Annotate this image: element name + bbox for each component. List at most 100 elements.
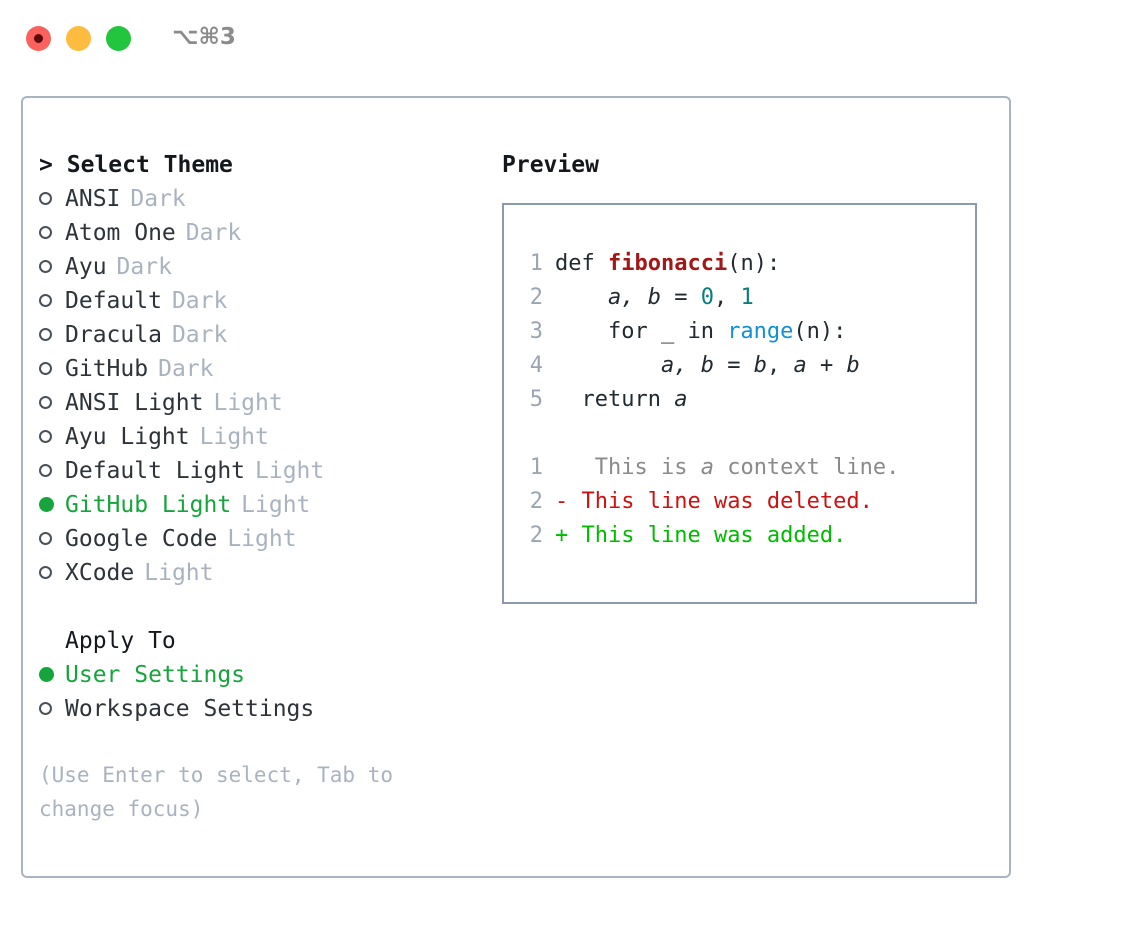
diff-text: This is <box>568 455 701 480</box>
apply-to-option-label: User Settings <box>65 662 246 688</box>
code-line: 5 return a <box>521 383 899 417</box>
radio-unselected-icon <box>39 692 65 726</box>
code-token: b <box>846 353 860 378</box>
theme-option-label: Atom One <box>65 220 176 246</box>
theme-option-default-light[interactable]: Default Light Light <box>39 454 479 488</box>
apply-to-header: Apply To <box>65 628 176 654</box>
code-blank-line <box>521 417 899 451</box>
radio-selected-icon <box>39 488 65 522</box>
code-line: 2 a, b = 0, 1 <box>521 281 899 315</box>
code-token: a <box>674 387 688 412</box>
diff-text: This line was deleted. <box>568 489 873 514</box>
theme-option-atom-one[interactable]: Atom One Dark <box>39 216 479 250</box>
theme-option-label: Default Light <box>65 458 246 484</box>
apply-to-option-label: Workspace Settings <box>65 696 315 722</box>
theme-option-xcode[interactable]: XCode Light <box>39 556 479 590</box>
theme-option-tag: Dark <box>185 220 242 246</box>
caret-icon: > <box>39 152 53 178</box>
radio-unselected-icon <box>39 454 65 488</box>
code-token <box>555 285 608 310</box>
select-theme-label: Select Theme <box>66 152 233 178</box>
radio-unselected-icon <box>39 284 65 318</box>
code-token: = <box>660 285 701 310</box>
code-token: + <box>806 353 847 378</box>
apply-to-option-user-settings[interactable]: User Settings <box>39 658 479 692</box>
code-token: , <box>766 353 794 378</box>
theme-option-tag: Dark <box>171 288 228 314</box>
code-line: 3 for _ in range(n): <box>521 315 899 349</box>
diff-text: context line. <box>713 455 900 480</box>
code-token: b <box>753 353 767 378</box>
keyboard-hint-text: (Use Enter to select, Tab to change focu… <box>39 763 406 821</box>
theme-option-tag: Dark <box>158 356 214 382</box>
theme-option-label: XCode <box>65 560 135 586</box>
code-token: fibonacci <box>607 251 728 276</box>
diff-marker <box>555 455 568 480</box>
code-token: a, b <box>607 285 661 310</box>
theme-option-tag: Dark <box>130 186 186 212</box>
radio-selected-icon <box>39 658 65 692</box>
code-token: for _ in <box>555 319 728 344</box>
apply-to-option-workspace-settings[interactable]: Workspace Settings <box>39 692 479 726</box>
diff-marker: + <box>555 523 569 548</box>
theme-option-github[interactable]: GitHub Dark <box>39 352 479 386</box>
line-number: 1 <box>529 455 543 480</box>
theme-option-label: Ayu <box>65 254 107 280</box>
close-button[interactable] <box>26 26 51 51</box>
code-token: a <box>793 353 807 378</box>
code-token: , <box>713 285 741 310</box>
theme-option-tag: Dark <box>116 254 172 280</box>
line-number: 1 <box>529 251 543 276</box>
code-token: 0 <box>700 285 714 310</box>
theme-option-label: GitHub Light <box>65 492 232 518</box>
theme-option-label: Ayu Light <box>65 424 190 450</box>
window-controls <box>26 26 131 51</box>
diff-line-add: 2 + This line was added. <box>521 519 899 553</box>
code-token: a, b <box>660 353 714 378</box>
code-line: 4 a, b = b, a + b <box>521 349 899 383</box>
theme-option-tag: Light <box>255 458 325 484</box>
minimize-button[interactable] <box>66 26 91 51</box>
code-token <box>555 353 661 378</box>
theme-option-github-light[interactable]: GitHub Light Light <box>39 488 479 522</box>
theme-option-label: GitHub <box>65 356 149 382</box>
diff-text: This line was added. <box>568 523 847 548</box>
radio-unselected-icon <box>39 318 65 352</box>
code-token: = <box>713 353 754 378</box>
maximize-button[interactable] <box>106 26 131 51</box>
line-number: 4 <box>529 353 543 378</box>
code-token: range <box>727 319 794 344</box>
radio-unselected-icon <box>39 522 65 556</box>
diff-marker: - <box>555 489 569 514</box>
line-number: 2 <box>529 489 543 514</box>
theme-option-tag: Light <box>144 560 214 586</box>
diff-text-emphasis: a <box>700 455 714 480</box>
radio-unselected-icon <box>39 556 65 590</box>
line-number: 2 <box>529 523 543 548</box>
radio-unselected-icon <box>39 250 65 284</box>
theme-option-tag: Light <box>227 526 297 552</box>
theme-option-ayu[interactable]: Ayu Dark <box>39 250 479 284</box>
diff-line-ctx: 1 This is a context line. <box>521 451 900 485</box>
radio-unselected-icon <box>39 216 65 250</box>
preview-title: Preview <box>502 152 599 178</box>
theme-option-tag: Light <box>213 390 283 416</box>
radio-unselected-icon <box>39 182 65 216</box>
list-spacer <box>39 590 479 624</box>
radio-unselected-icon <box>39 386 65 420</box>
code-token: (n): <box>727 251 781 276</box>
line-number: 2 <box>529 285 543 310</box>
theme-option-tag: Light <box>241 492 311 518</box>
